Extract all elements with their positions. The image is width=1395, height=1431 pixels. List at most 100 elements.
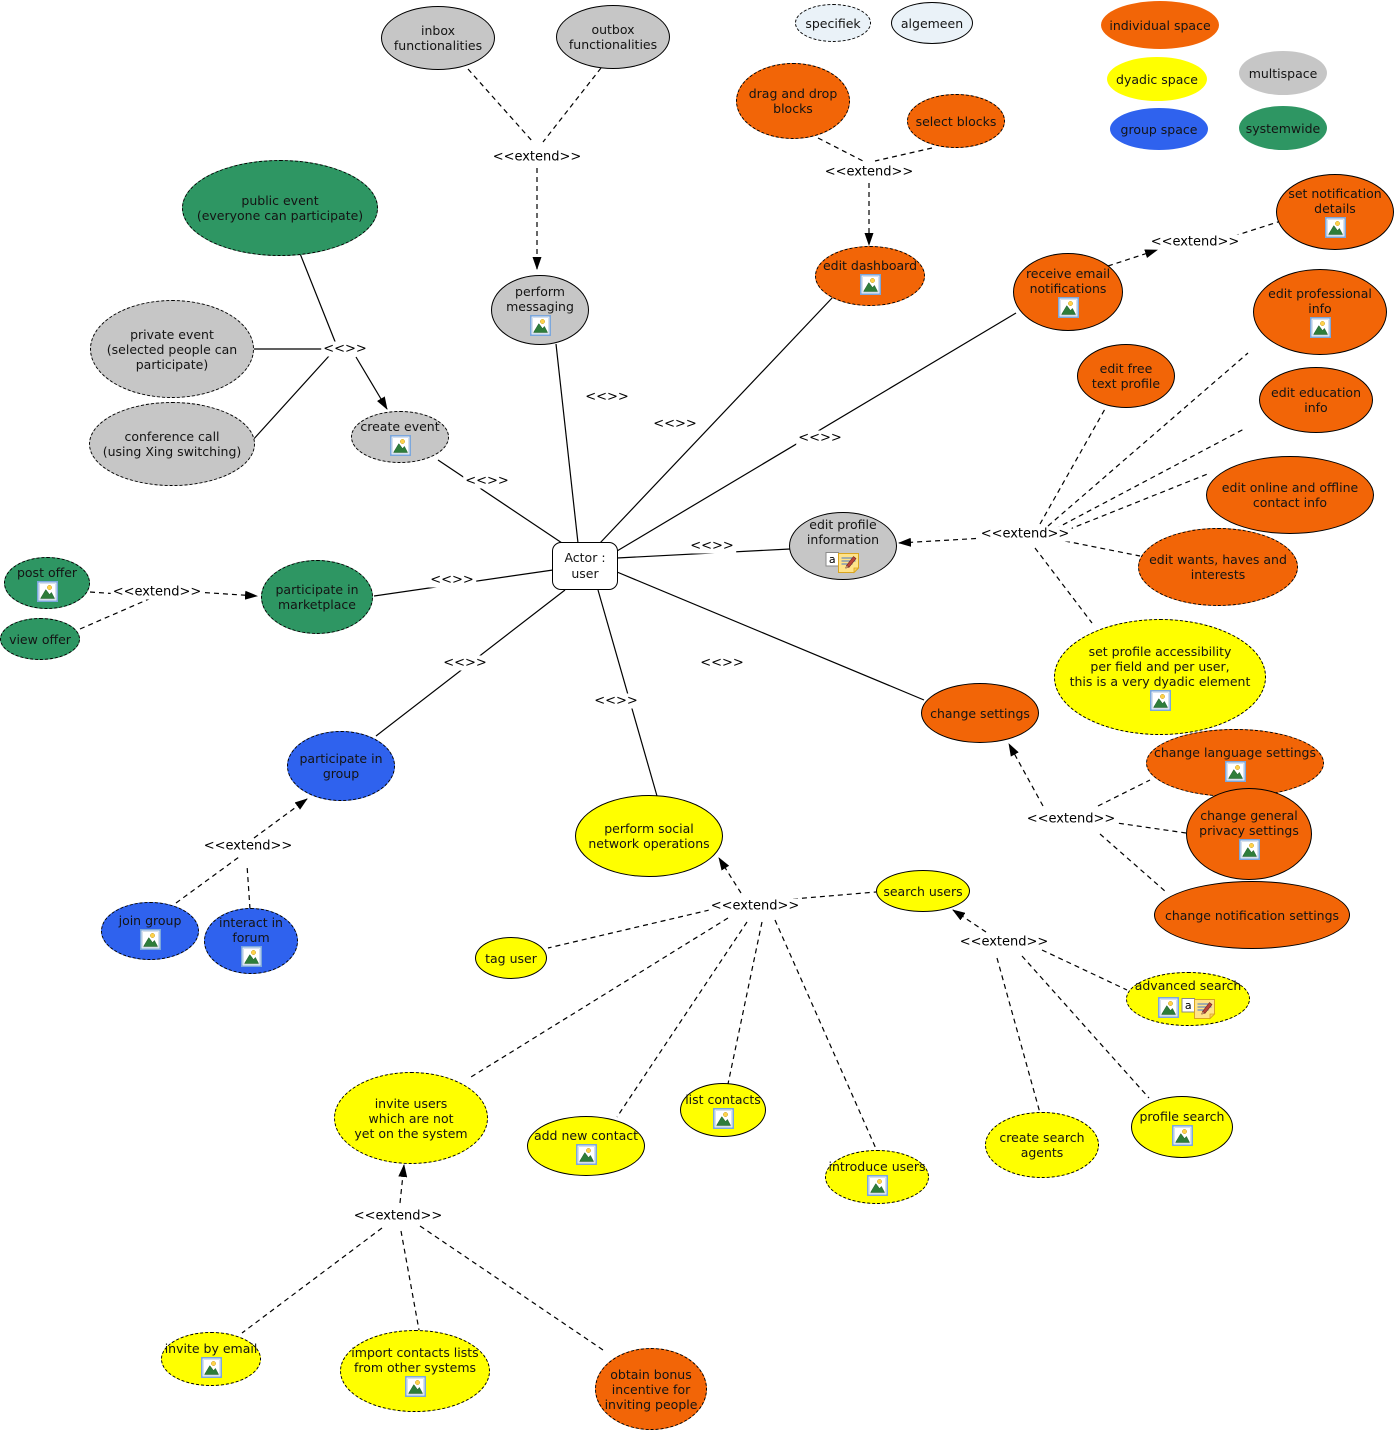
usecase-receive-email-notifications[interactable]: receive email notifications bbox=[1013, 253, 1123, 331]
usecase-create-event[interactable]: create event bbox=[351, 411, 449, 463]
usecase-edit-free-text-profile[interactable]: edit free text profile bbox=[1077, 344, 1175, 408]
extend-dependency-line bbox=[898, 537, 986, 547]
usecase-change-language-settings[interactable]: change language settings bbox=[1146, 729, 1324, 797]
usecase-tag-user-label: tag user bbox=[485, 950, 537, 966]
usecase-tag-user[interactable]: tag user bbox=[475, 937, 547, 979]
usecase-outbox-functionalities[interactable]: outbox functionalities bbox=[556, 5, 670, 69]
extend-dependency-line bbox=[792, 891, 877, 900]
usecase-conference-call-label: conference call (using Xing switching) bbox=[102, 429, 242, 459]
usecase-edit-dashboard[interactable]: edit dashboard bbox=[815, 246, 925, 306]
usecase-view-offer[interactable]: view offer bbox=[0, 618, 80, 660]
usecase-import-contacts-lists[interactable]: import contacts lists from other systems bbox=[340, 1330, 490, 1412]
actor-user[interactable]: Actor : user bbox=[552, 542, 618, 590]
extend-dependency-line bbox=[1041, 949, 1128, 991]
association-stereotype-label: <<>> bbox=[651, 416, 699, 432]
usecase-set-profile-accessibility[interactable]: set profile accessibility per field and … bbox=[1054, 619, 1266, 735]
legend-specifiek-label: specifiek bbox=[805, 15, 861, 31]
legend-systemwide-label: systemwide bbox=[1245, 120, 1321, 136]
usecase-participate-in-marketplace-label: participate in marketplace bbox=[275, 582, 359, 612]
extend-dependency-line bbox=[419, 1225, 607, 1353]
extend-dependency-line bbox=[1034, 547, 1093, 624]
extend-dependency-line bbox=[774, 919, 878, 1152]
usecase-select-blocks[interactable]: select blocks bbox=[907, 94, 1005, 148]
usecase-profile-search[interactable]: profile search bbox=[1131, 1096, 1233, 1158]
note-icon: a bbox=[825, 548, 862, 575]
association-stereotype-label: <<>> bbox=[463, 473, 511, 489]
usecase-create-search-agents-label: create search agents bbox=[999, 1130, 1085, 1160]
usecase-perform-messaging[interactable]: perform messaging bbox=[491, 275, 589, 345]
usecase-search-users[interactable]: search users bbox=[876, 870, 970, 912]
usecase-post-offer[interactable]: post offer bbox=[4, 557, 90, 609]
usecase-invite-by-email[interactable]: invite by email bbox=[161, 1332, 261, 1386]
extend-dependency-line bbox=[817, 137, 864, 162]
usecase-change-notification-settings[interactable]: change notification settings bbox=[1154, 881, 1350, 949]
usecase-obtain-bonus-incentive[interactable]: obtain bonus incentive for inviting peop… bbox=[595, 1348, 707, 1430]
usecase-change-settings[interactable]: change settings bbox=[921, 683, 1039, 743]
association-line bbox=[616, 571, 925, 701]
extend-dependency-line bbox=[1107, 249, 1158, 267]
legend-multispace-label: multispace bbox=[1248, 65, 1318, 81]
legend-systemwide: systemwide bbox=[1239, 106, 1327, 150]
usecase-invite-users-not-on-system[interactable]: invite users which are not yet on the sy… bbox=[334, 1072, 488, 1164]
extend-dependency-line bbox=[1008, 743, 1044, 807]
image-icon bbox=[1324, 217, 1346, 238]
image-icon bbox=[404, 1376, 426, 1397]
usecase-join-group[interactable]: join group bbox=[101, 902, 199, 960]
usecase-obtain-bonus-incentive-label: obtain bonus incentive for inviting peop… bbox=[604, 1366, 698, 1412]
usecase-edit-education-info[interactable]: edit education info bbox=[1259, 367, 1373, 433]
usecase-edit-wants-haves-interests[interactable]: edit wants, haves and interests bbox=[1138, 528, 1298, 606]
usecase-create-search-agents[interactable]: create search agents bbox=[985, 1112, 1099, 1178]
extend-stereotype-label: <<extend>> bbox=[708, 898, 802, 914]
extend-dependency-line bbox=[1099, 833, 1167, 893]
usecase-edit-online-offline-contact-info[interactable]: edit online and offline contact info bbox=[1206, 456, 1374, 534]
association-line bbox=[355, 356, 388, 410]
usecase-set-profile-accessibility-label: set profile accessibility per field and … bbox=[1069, 643, 1251, 689]
usecase-list-contacts[interactable]: list contacts bbox=[680, 1083, 766, 1137]
usecase-public-event-label: public event (everyone can participate) bbox=[196, 193, 364, 223]
usecase-introduce-users[interactable]: introduce users bbox=[825, 1150, 929, 1204]
legend-algemeen: algemeen bbox=[891, 2, 973, 44]
extend-dependency-line bbox=[874, 147, 933, 162]
legend-multispace: multispace bbox=[1239, 51, 1327, 95]
usecase-drag-and-drop-blocks[interactable]: drag and drop blocks bbox=[736, 63, 850, 139]
extend-dependency-line bbox=[246, 864, 251, 910]
note-icon: a bbox=[1181, 994, 1218, 1021]
usecase-list-contacts-label: list contacts bbox=[685, 1091, 761, 1107]
image-icon bbox=[1309, 317, 1331, 338]
usecase-participate-in-group[interactable]: participate in group bbox=[287, 731, 395, 801]
usecase-import-contacts-lists-label: import contacts lists from other systems bbox=[351, 1345, 479, 1375]
usecase-inbox-functionalities[interactable]: inbox functionalities bbox=[381, 6, 495, 70]
usecase-edit-wants-haves-interests-label: edit wants, haves and interests bbox=[1149, 552, 1287, 582]
usecase-change-general-privacy-settings[interactable]: change general privacy settings bbox=[1186, 788, 1312, 880]
usecase-private-event-label: private event (selected people can parti… bbox=[106, 326, 238, 372]
legend-individual-space: individual space bbox=[1101, 1, 1219, 49]
usecase-interact-in-forum-label: interact in forum bbox=[219, 915, 283, 945]
usecase-set-notification-details[interactable]: set notification details bbox=[1276, 174, 1394, 250]
extend-dependency-line bbox=[467, 68, 534, 143]
usecase-add-new-contact[interactable]: add new contact bbox=[527, 1116, 645, 1176]
extend-stereotype-label: <<extend>> bbox=[978, 526, 1072, 542]
image-icon bbox=[866, 1174, 888, 1196]
extend-dependency-line bbox=[89, 591, 120, 595]
usecase-conference-call[interactable]: conference call (using Xing switching) bbox=[89, 402, 255, 486]
image-icon bbox=[36, 580, 58, 602]
usecase-interact-in-forum[interactable]: interact in forum bbox=[204, 908, 298, 974]
usecase-drag-and-drop-blocks-label: drag and drop blocks bbox=[748, 86, 838, 116]
usecase-edit-education-info-label: edit education info bbox=[1271, 385, 1361, 415]
extend-dependency-line bbox=[1097, 779, 1151, 807]
image-icon bbox=[712, 1107, 734, 1129]
usecase-perform-social-network-operations[interactable]: perform social network operations bbox=[575, 795, 723, 877]
usecase-participate-in-marketplace[interactable]: participate in marketplace bbox=[261, 560, 373, 634]
usecase-private-event[interactable]: private event (selected people can parti… bbox=[90, 300, 254, 398]
usecase-edit-professional-info[interactable]: edit professional info bbox=[1253, 269, 1387, 355]
usecase-perform-messaging-label: perform messaging bbox=[506, 284, 574, 314]
image-icon bbox=[389, 434, 411, 456]
image-icon bbox=[529, 315, 551, 336]
extend-stereotype-label: <<extend>> bbox=[110, 584, 204, 600]
association-line bbox=[251, 355, 330, 442]
legend-algemeen-label: algemeen bbox=[900, 15, 964, 31]
usecase-public-event[interactable]: public event (everyone can participate) bbox=[182, 160, 378, 256]
